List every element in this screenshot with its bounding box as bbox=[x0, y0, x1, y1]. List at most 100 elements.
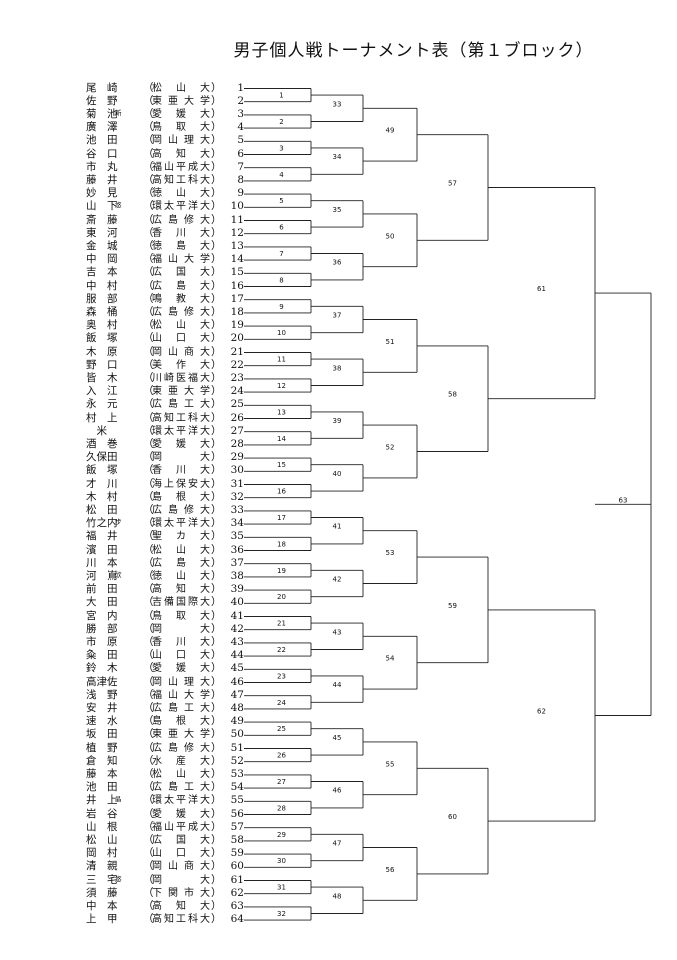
close-paren: ） bbox=[211, 833, 222, 846]
open-paren: （ bbox=[143, 543, 154, 556]
seed-number: 40 bbox=[230, 596, 244, 609]
entry-row: 三 宅悠（岡大）61 bbox=[0, 874, 250, 887]
close-paren: ） bbox=[211, 305, 222, 318]
entry-row: 森 桶（広島修大）18 bbox=[0, 306, 250, 319]
match-number: 27 bbox=[277, 778, 286, 786]
player-school: 高知工科大 bbox=[152, 914, 210, 926]
seed-number: 63 bbox=[230, 899, 244, 912]
seed-number: 26 bbox=[230, 411, 244, 424]
player-name: 尾 崎 bbox=[86, 81, 118, 94]
match-number: 9 bbox=[279, 303, 283, 311]
player-name: 速 水 bbox=[86, 715, 118, 728]
match-number: 32 bbox=[277, 910, 286, 918]
open-paren: （ bbox=[143, 292, 154, 305]
close-paren: ） bbox=[211, 913, 222, 926]
seed-number: 45 bbox=[230, 662, 244, 675]
seed-number: 6 bbox=[237, 147, 244, 160]
match-number: 49 bbox=[386, 127, 395, 135]
match-number: 11 bbox=[277, 356, 286, 364]
close-paren: ） bbox=[211, 517, 222, 530]
entry-row: 東 河（香川大）12 bbox=[0, 227, 250, 240]
close-paren: ） bbox=[211, 437, 222, 450]
player-school: 岡大 bbox=[152, 623, 210, 635]
open-paren: （ bbox=[143, 107, 154, 120]
player-name-suffix: 悠 bbox=[115, 201, 122, 210]
seed-number: 33 bbox=[230, 503, 244, 516]
seed-number: 52 bbox=[230, 754, 244, 767]
entry-row: 勝 部（岡大）42 bbox=[0, 623, 250, 636]
seed-number: 5 bbox=[237, 134, 244, 147]
close-paren: ） bbox=[211, 754, 222, 767]
player-name: 東 河 bbox=[86, 226, 118, 239]
entry-row: 服 部（鳴教大）17 bbox=[0, 293, 250, 306]
entry-row: 竹之内步（環太平洋大）34 bbox=[0, 517, 250, 530]
open-paren: （ bbox=[143, 569, 154, 582]
entry-row: 河 嶌欣（徳山大）38 bbox=[0, 570, 250, 583]
close-paren: ） bbox=[211, 886, 222, 899]
player-name: 佐 野 bbox=[86, 94, 118, 107]
entry-row: 入 江（東亜大学）24 bbox=[0, 385, 250, 398]
player-name: 河 嶌 bbox=[86, 569, 118, 582]
player-name: 粂 田 bbox=[86, 649, 118, 662]
player-name: 三 宅 bbox=[86, 873, 118, 886]
open-paren: （ bbox=[143, 847, 154, 860]
seed-number: 4 bbox=[237, 121, 244, 134]
close-paren: ） bbox=[211, 451, 222, 464]
player-school: 下関市大 bbox=[152, 887, 210, 899]
seed-number: 29 bbox=[230, 451, 244, 464]
match-number: 15 bbox=[277, 461, 286, 469]
seed-number: 32 bbox=[230, 490, 244, 503]
player-school: 広島修大 bbox=[152, 504, 210, 516]
close-paren: ） bbox=[211, 622, 222, 635]
close-paren: ） bbox=[211, 464, 222, 477]
seed-number: 36 bbox=[230, 543, 244, 556]
player-school: 吉備国際大 bbox=[152, 597, 210, 609]
match-number: 41 bbox=[333, 523, 342, 531]
seed-number: 1 bbox=[237, 81, 244, 94]
close-paren: ） bbox=[211, 147, 222, 160]
seed-number: 51 bbox=[230, 741, 244, 754]
player-name: 山 根 bbox=[86, 820, 118, 833]
seed-number: 2 bbox=[237, 94, 244, 107]
player-school: 広島工大 bbox=[152, 702, 210, 714]
match-number: 55 bbox=[386, 760, 395, 768]
match-number: 33 bbox=[333, 100, 342, 108]
player-name: 入 江 bbox=[86, 385, 118, 398]
seed-number: 41 bbox=[230, 609, 244, 622]
open-paren: （ bbox=[143, 649, 154, 662]
open-paren: （ bbox=[143, 424, 154, 437]
entry-row: 前 田（高知大）39 bbox=[0, 583, 250, 596]
match-number: 48 bbox=[333, 892, 342, 900]
player-name: 勝 部 bbox=[86, 622, 118, 635]
match-number: 39 bbox=[333, 417, 342, 425]
seed-number: 35 bbox=[230, 530, 244, 543]
open-paren: （ bbox=[143, 490, 154, 503]
match-number: 3 bbox=[279, 144, 283, 152]
close-paren: ） bbox=[211, 556, 222, 569]
open-paren: （ bbox=[143, 609, 154, 622]
close-paren: ） bbox=[211, 635, 222, 648]
open-paren: （ bbox=[143, 332, 154, 345]
player-name: 倉 知 bbox=[86, 754, 118, 767]
player-name: 松 山 bbox=[86, 833, 118, 846]
player-school: 愛媛大 bbox=[152, 808, 210, 820]
seed-number: 3 bbox=[237, 107, 244, 120]
close-paren: ） bbox=[211, 332, 222, 345]
seed-number: 44 bbox=[230, 649, 244, 662]
match-number: 18 bbox=[277, 540, 286, 548]
seed-number: 59 bbox=[230, 847, 244, 860]
player-name: 才 川 bbox=[86, 477, 118, 490]
open-paren: （ bbox=[143, 121, 154, 134]
player-school: 徳島大 bbox=[152, 240, 210, 252]
player-name: 木 村 bbox=[86, 490, 118, 503]
open-paren: （ bbox=[143, 741, 154, 754]
player-school: 山口大 bbox=[152, 333, 210, 345]
player-name: 金 城 bbox=[86, 239, 118, 252]
match-number: 20 bbox=[277, 593, 286, 601]
entry-row: 坂 田（東亜大学）50 bbox=[0, 728, 250, 741]
seed-number: 17 bbox=[230, 292, 244, 305]
close-paren: ） bbox=[211, 81, 222, 94]
entry-row: 野 口（美作大）22 bbox=[0, 359, 250, 372]
player-name: 斎 藤 bbox=[86, 213, 118, 226]
close-paren: ） bbox=[211, 213, 222, 226]
